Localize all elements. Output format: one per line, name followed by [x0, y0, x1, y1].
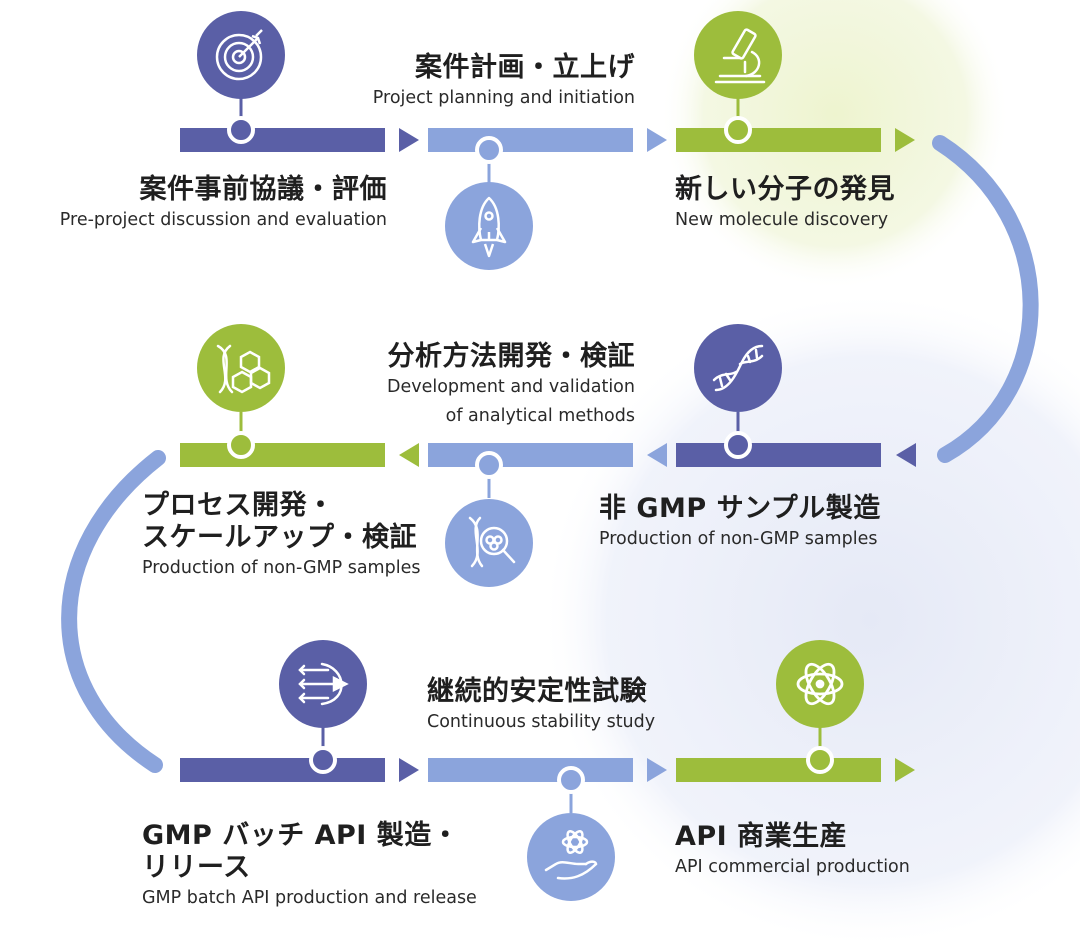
step-subtitle-line-1: Development and validation [386, 377, 635, 397]
step-subtitle: GMP batch API production and release [142, 888, 477, 908]
step-subtitle-line-2: of analytical methods [445, 406, 635, 426]
bar-gmp-batch [180, 758, 385, 782]
bar-planning [428, 128, 633, 152]
arrow-right [399, 128, 419, 152]
left-connector-arc [61, 450, 166, 773]
bar-non-gmp-samples [676, 443, 881, 467]
arrow-right [647, 758, 667, 782]
step-title: 非 GMP サンプル製造 [599, 493, 881, 524]
arrow-left [399, 443, 419, 467]
dna-search-icon [445, 499, 533, 587]
step-stability: 継続的安定性試験 Continuous stability study [427, 676, 727, 737]
step-title: API 商業生産 [675, 821, 848, 852]
arrow-left [647, 443, 667, 467]
atom-icon [776, 640, 864, 728]
node-dot [557, 766, 585, 794]
step-planning: 案件計画・立上げ Project planning and initiation [300, 52, 635, 113]
node-dot [724, 116, 752, 144]
step-subtitle: New molecule discovery [675, 210, 889, 230]
step-gmp-batch: GMP バッチ API 製造・ リリース GMP batch API produ… [142, 820, 522, 913]
dna-icon [694, 324, 782, 412]
step-subtitle: Pre-project discussion and evaluation [59, 210, 387, 230]
step-title-line-1: GMP バッチ API 製造・ [142, 820, 460, 851]
microscope-icon [694, 11, 782, 99]
rocket-icon [445, 182, 533, 270]
step-title-line-2: スケールアップ・検証 [142, 522, 417, 553]
bar-stability [428, 758, 633, 782]
target-icon [197, 11, 285, 99]
step-title: 新しい分子の発見 [675, 174, 895, 205]
step-title: 案件計画・立上げ [415, 52, 635, 83]
node-dot [309, 746, 337, 774]
step-subtitle: Production of non-GMP samples [142, 558, 421, 578]
bar-pre-project [180, 128, 385, 152]
step-pre-project: 案件事前協議・評価 Pre-project discussion and eva… [40, 174, 387, 235]
arrow-right [399, 758, 419, 782]
node-dot [724, 431, 752, 459]
step-process-dev: プロセス開発・ スケールアップ・検証 Production of non-GMP… [142, 490, 462, 583]
bar-discovery [676, 128, 881, 152]
arrow-left [896, 443, 916, 467]
node-dot [475, 136, 503, 164]
step-title: 案件事前協議・評価 [139, 174, 387, 205]
bar-commercial [676, 758, 881, 782]
node-dot [227, 116, 255, 144]
step-title: 分析方法開発・検証 [387, 341, 635, 372]
bar-analytical [428, 443, 633, 467]
hand-atom-icon [527, 813, 615, 901]
step-title-line-1: プロセス開発・ [142, 490, 335, 521]
step-title-line-2: リリース [142, 852, 251, 883]
node-dot [806, 746, 834, 774]
step-title: 継続的安定性試験 [427, 676, 647, 707]
arrows-bow-icon [279, 640, 367, 728]
step-discovery: 新しい分子の発見 New molecule discovery [675, 174, 1035, 235]
step-subtitle: Project planning and initiation [372, 88, 635, 108]
step-analytical: 分析方法開発・検証 Development and validation of … [300, 341, 635, 431]
step-subtitle: Continuous stability study [427, 712, 656, 732]
right-connector-arc [932, 135, 1039, 463]
arrow-right [895, 758, 915, 782]
step-subtitle: API commercial production [675, 857, 910, 877]
arrow-right [895, 128, 915, 152]
node-dot [227, 431, 255, 459]
step-non-gmp-samples: 非 GMP サンプル製造 Production of non-GMP sampl… [599, 493, 999, 554]
dna-molecule-icon [197, 324, 285, 412]
arrow-right [647, 128, 667, 152]
step-subtitle: Production of non-GMP samples [599, 529, 878, 549]
bar-process-dev [180, 443, 385, 467]
step-commercial: API 商業生産 API commercial production [675, 821, 975, 882]
node-dot [475, 451, 503, 479]
